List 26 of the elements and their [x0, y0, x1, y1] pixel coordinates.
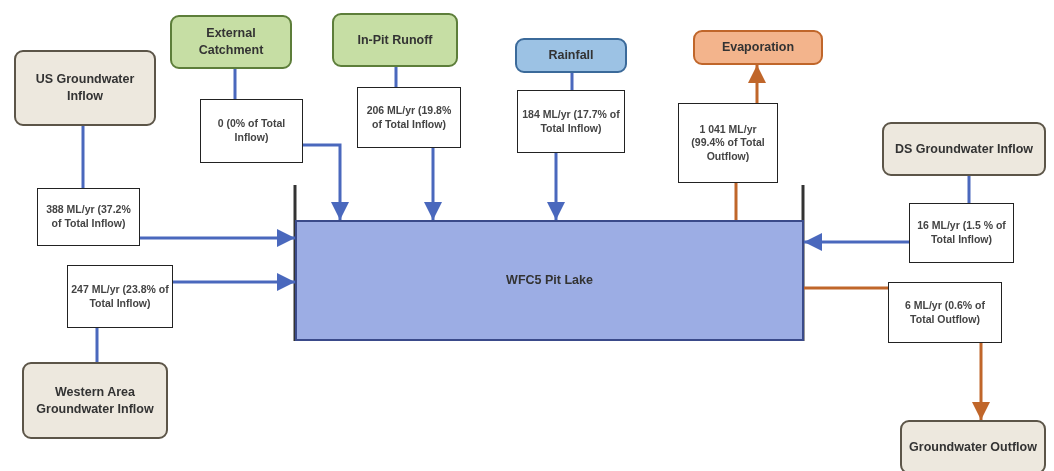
node-label: Groundwater Outflow — [908, 438, 1038, 456]
node-label: Evaporation — [720, 39, 796, 56]
node-label: DS Groundwater Inflow — [893, 140, 1035, 158]
node-label: In-Pit Runoff — [356, 31, 434, 49]
flow-value-label: 6 ML/yr (0.6% of Total Outflow) — [888, 282, 1002, 343]
source-box — [22, 362, 168, 439]
node-label: Rainfall — [547, 47, 595, 64]
flow-value-label: 16 ML/yr (1.5 % of Total Inflow) — [909, 203, 1014, 263]
source-box — [14, 50, 156, 126]
flow-value-label: 388 ML/yr (37.2% of Total Inflow) — [37, 188, 140, 246]
flow-value-label: 247 ML/yr (23.8% of Total Inflow) — [67, 265, 173, 328]
source-box — [693, 30, 823, 65]
source-box — [882, 122, 1046, 176]
node-label: US Groundwater Inflow — [34, 71, 136, 105]
pit-lake-box — [295, 220, 804, 341]
source-box — [332, 13, 458, 67]
node-label: WFC5 Pit Lake — [505, 272, 594, 289]
flow-value-label: 0 (0% of Total Inflow) — [200, 99, 303, 163]
node-label: External Catchment — [197, 25, 265, 59]
flow-value-label: 184 ML/yr (17.7% of Total Inflow) — [517, 90, 625, 153]
source-box — [170, 15, 292, 69]
source-box — [515, 38, 627, 73]
flow-value-label: 1 041 ML/yr (99.4% of Total Outflow) — [678, 103, 778, 183]
flow-value-label: 206 ML/yr (19.8% of Total Inflow) — [357, 87, 461, 148]
source-box — [900, 420, 1046, 471]
node-label: Western Area Groundwater Inflow — [35, 383, 155, 418]
